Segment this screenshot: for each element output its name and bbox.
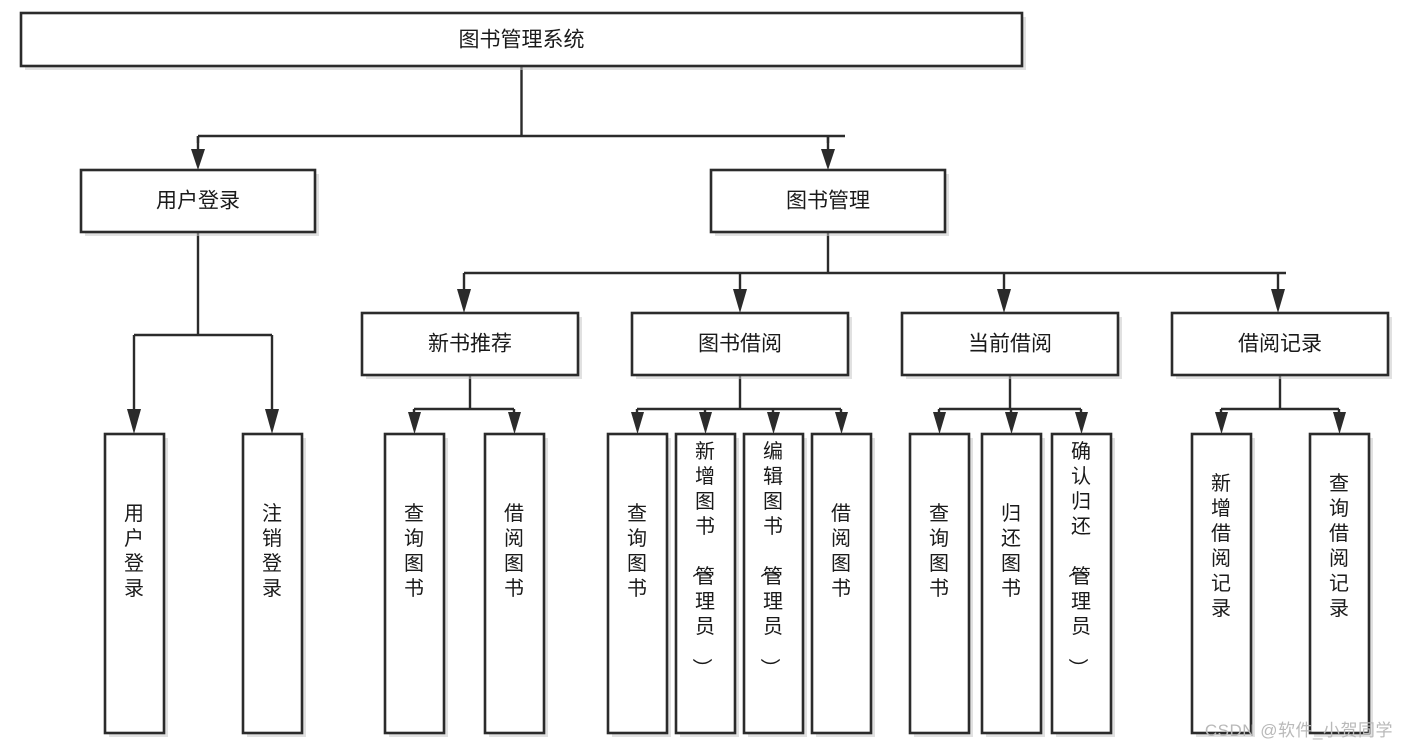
arrow-leaf-user-login xyxy=(127,409,141,434)
arrow-book-management xyxy=(821,149,835,170)
node-leaf-borrow-book-1[interactable]: 借阅图书 xyxy=(483,432,548,737)
node-leaf-add-record-label: 新增借阅记录 xyxy=(1211,472,1231,620)
arrow-leaf-query-book-1 xyxy=(408,412,421,434)
node-leaf-user-login[interactable]: 用户登录 xyxy=(103,432,168,737)
node-book-borrow-label: 图书借阅 xyxy=(698,333,782,356)
node-book-borrow[interactable]: 图书借阅 xyxy=(630,311,852,379)
node-leaf-edit-book-label: 编辑图书（管理员） xyxy=(758,440,783,678)
node-borrow-record-label: 借阅记录 xyxy=(1238,333,1322,356)
node-leaf-query-book-2[interactable]: 查询图书 xyxy=(606,432,671,737)
arrow-current-borrow xyxy=(997,289,1011,313)
node-leaf-user-login-label: 用户登录 xyxy=(124,503,144,600)
arrow-new-book-recommend xyxy=(457,289,471,313)
node-leaf-add-book-label: 新增图书（管理员） xyxy=(690,440,715,678)
node-leaf-confirm-return[interactable]: 确认归还（管理员） xyxy=(1050,432,1115,737)
node-user-login[interactable]: 用户登录 xyxy=(79,168,319,236)
node-layer: 图书管理系统 用户登录 图书管理 新书推荐 xyxy=(19,11,1392,737)
node-leaf-query-record[interactable]: 查询借阅记录 xyxy=(1308,432,1373,737)
arrow-leaf-query-record xyxy=(1333,412,1346,434)
arrow-leaf-confirm-return xyxy=(1075,412,1088,434)
node-new-book-recommend[interactable]: 新书推荐 xyxy=(360,311,582,379)
arrow-leaf-query-book-3 xyxy=(933,412,946,434)
node-root-label: 图书管理系统 xyxy=(459,29,585,52)
node-leaf-query-record-label: 查询借阅记录 xyxy=(1329,472,1349,620)
node-leaf-query-book-2-label: 查询图书 xyxy=(627,502,647,600)
node-current-borrow[interactable]: 当前借阅 xyxy=(900,311,1122,379)
node-new-book-recommend-label: 新书推荐 xyxy=(428,333,512,356)
node-leaf-add-book[interactable]: 新增图书（管理员） xyxy=(674,432,739,737)
node-borrow-record[interactable]: 借阅记录 xyxy=(1170,311,1392,379)
arrow-leaf-query-book-2 xyxy=(631,412,644,434)
node-root[interactable]: 图书管理系统 xyxy=(19,11,1026,70)
node-leaf-borrow-book-2-label: 借阅图书 xyxy=(831,502,851,600)
arrow-user-login xyxy=(191,149,205,170)
node-leaf-query-book-3[interactable]: 查询图书 xyxy=(908,432,973,737)
node-book-management[interactable]: 图书管理 xyxy=(709,168,949,236)
node-leaf-query-book-3-label: 查询图书 xyxy=(929,502,949,600)
node-book-management-label: 图书管理 xyxy=(786,190,870,213)
node-leaf-user-logout[interactable]: 注销登录 xyxy=(241,432,306,737)
node-leaf-query-book-1-label: 查询图书 xyxy=(404,502,424,600)
node-leaf-edit-book[interactable]: 编辑图书（管理员） xyxy=(742,432,807,737)
node-leaf-return-book[interactable]: 归还图书 xyxy=(980,432,1045,737)
arrow-leaf-add-record xyxy=(1215,412,1228,434)
node-leaf-user-logout-label: 注销登录 xyxy=(262,502,282,600)
arrow-leaf-user-logout xyxy=(265,409,279,434)
node-leaf-add-record[interactable]: 新增借阅记录 xyxy=(1190,432,1255,737)
arrow-leaf-return-book xyxy=(1005,412,1018,434)
node-leaf-query-book-1[interactable]: 查询图书 xyxy=(383,432,448,737)
csdn-watermark: CSDN @软件_小贺同学 xyxy=(1204,721,1393,740)
arrow-leaf-edit-book xyxy=(767,412,780,434)
arrow-borrow-record xyxy=(1271,289,1285,313)
arrow-book-borrow xyxy=(733,289,747,313)
connector-layer xyxy=(127,66,1346,434)
node-leaf-borrow-book-2[interactable]: 借阅图书 xyxy=(810,432,875,737)
arrow-leaf-add-book xyxy=(699,412,712,434)
node-user-login-label: 用户登录 xyxy=(156,190,240,213)
arrow-leaf-borrow-book-2 xyxy=(835,412,848,434)
node-current-borrow-label: 当前借阅 xyxy=(968,333,1052,356)
node-leaf-borrow-book-1-label: 借阅图书 xyxy=(504,502,524,600)
arrow-leaf-borrow-book-1 xyxy=(508,412,521,434)
node-leaf-confirm-return-label: 确认归还（管理员） xyxy=(1066,440,1091,678)
node-leaf-return-book-label: 归还图书 xyxy=(1001,502,1021,600)
